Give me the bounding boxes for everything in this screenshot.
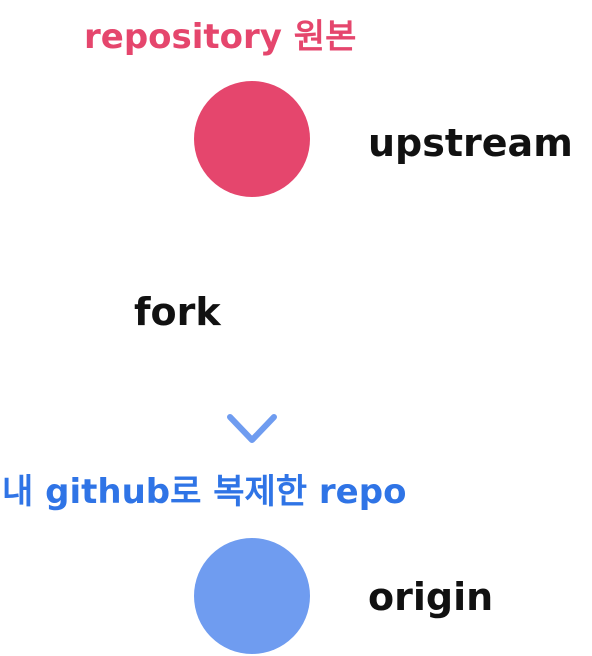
upstream-title: repository 원본 (84, 17, 357, 57)
fork-arrowhead (227, 414, 277, 443)
upstream-label: upstream (368, 121, 573, 165)
fork-label: fork (134, 290, 221, 334)
upstream-node (194, 81, 310, 197)
origin-node (194, 538, 310, 654)
origin-label: origin (368, 575, 494, 619)
origin-title: 내 github로 복제한 repo (2, 472, 407, 512)
